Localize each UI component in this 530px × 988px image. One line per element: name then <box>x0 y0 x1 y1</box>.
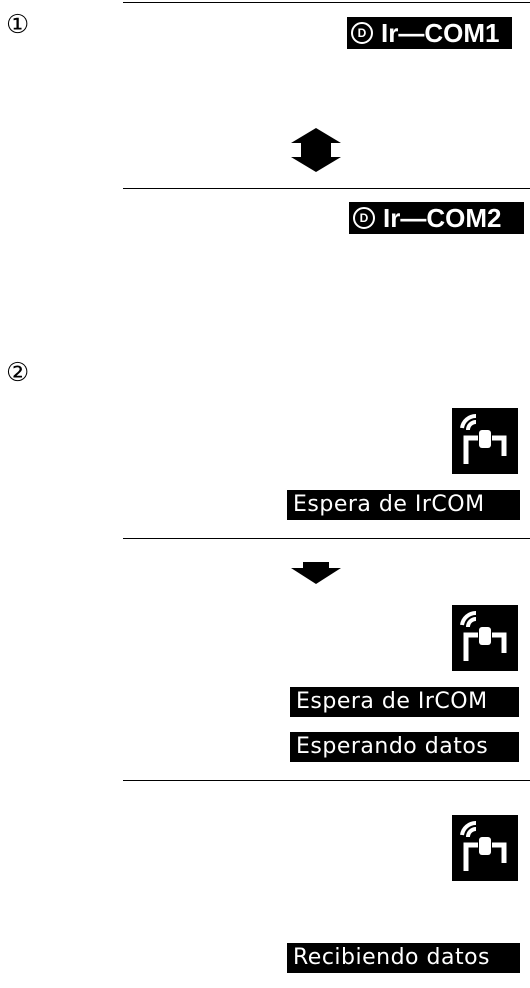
status-waiting-ircom: Espera de IrCOM <box>290 687 519 717</box>
double-arrow-icon <box>291 128 341 172</box>
step-marker-2: ② <box>6 358 30 388</box>
down-arrow-icon <box>291 562 341 584</box>
divider <box>123 2 530 3</box>
infrared-icon <box>452 605 518 671</box>
step-marker-1: ① <box>6 10 30 40</box>
divider <box>123 780 530 781</box>
mode-display-com1: D Ir—COM1 <box>347 17 512 49</box>
mode-label: Ir—COM1 <box>381 18 500 48</box>
mode-display-com2: D Ir—COM2 <box>349 202 524 234</box>
status-waiting-ircom: Espera de IrCOM <box>287 490 520 520</box>
status-receiving-data: Recibiendo datos <box>287 943 520 973</box>
divider <box>123 188 530 189</box>
divider <box>123 538 530 539</box>
infrared-icon <box>452 408 518 474</box>
d-icon: D <box>351 22 373 44</box>
infrared-icon <box>452 815 518 881</box>
status-waiting-data: Esperando datos <box>290 732 519 762</box>
mode-label: Ir—COM2 <box>383 203 502 233</box>
d-icon: D <box>353 207 375 229</box>
